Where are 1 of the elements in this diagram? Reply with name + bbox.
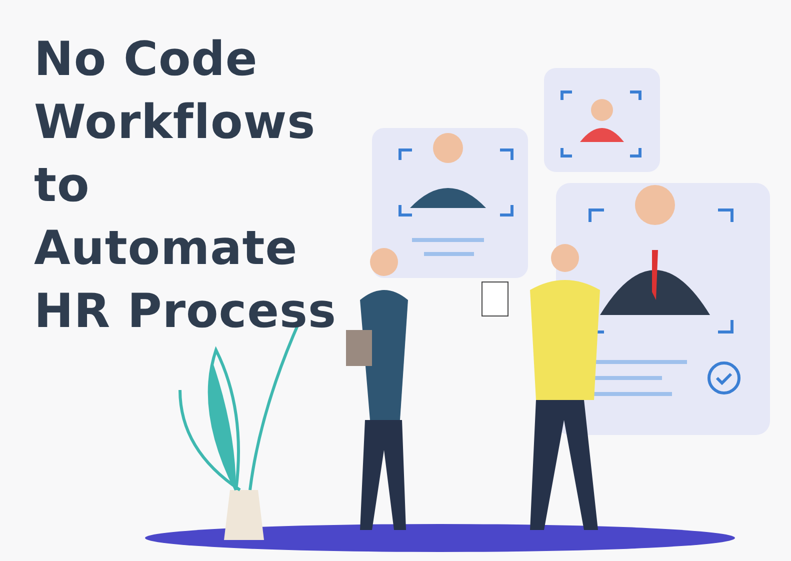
title: No Code Workflows to Automate HR Process <box>34 31 338 341</box>
